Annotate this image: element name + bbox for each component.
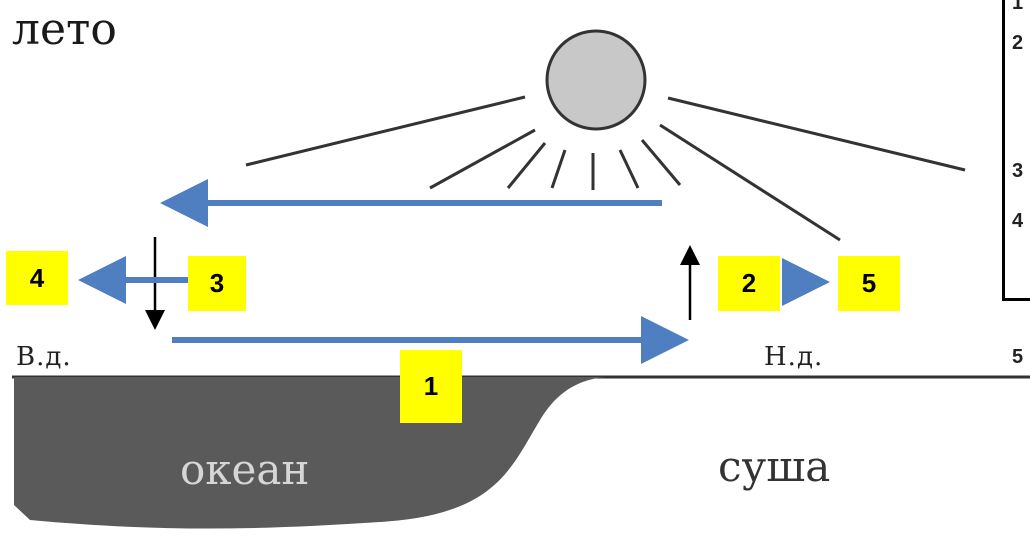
low-pressure-label: Н.д.: [764, 342, 824, 372]
high-pressure-label: В.д.: [16, 342, 72, 372]
badge-4: 4: [6, 251, 68, 305]
season-title: лето: [12, 4, 117, 55]
legend-box: [1002, 0, 1030, 301]
ocean-label: океан: [180, 445, 310, 494]
badge-3: 3: [188, 256, 246, 311]
legend-number-4: 4: [1012, 210, 1024, 232]
legend-number-1: 1: [1012, 0, 1024, 14]
ocean-shape: [14, 377, 605, 529]
badge-1: 1: [400, 350, 462, 423]
legend-number-2: 2: [1012, 32, 1024, 54]
legend-number-5: 5: [1012, 346, 1024, 368]
legend-number-3: 3: [1012, 160, 1024, 182]
sun-icon: [545, 29, 647, 131]
badge-5: 5: [838, 256, 900, 311]
sun-rays: [245, 95, 966, 242]
badge-2: 2: [718, 256, 780, 311]
land-label: суша: [718, 442, 831, 491]
